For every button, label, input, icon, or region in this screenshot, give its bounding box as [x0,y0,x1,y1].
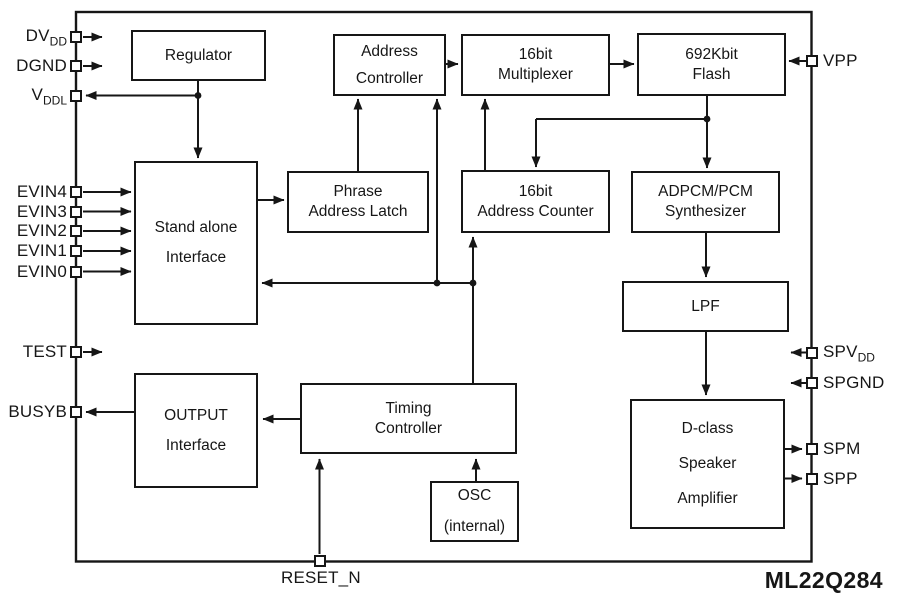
block-label: Regulator [164,46,233,64]
block-label: Flash [692,65,731,83]
block-label: Stand alone [154,219,238,236]
pin-label-reset-n: RESET_N [281,568,361,587]
pin-evin1 [70,245,82,257]
block-osc-internal: OSC (internal) [430,481,519,542]
block-output-interface: OUTPUT Interface [134,373,258,488]
block-label: Multiplexer [498,66,573,83]
pin-test [70,346,82,358]
block-label: Address [361,42,418,60]
pin-label-evin3: EVIN3 [16,201,67,221]
block-label: Speaker [678,455,737,472]
pin-label-evin1: EVIN1 [16,241,67,261]
pin-busyb [70,406,82,418]
pin-dgnd [70,60,82,72]
pin-label-evin2: EVIN2 [16,221,67,241]
block-label: Controller [374,419,443,437]
pin-spp [805,472,818,485]
block-label: Timing [385,399,432,417]
pin-vddl [70,89,82,102]
pin-label-vddl: VDDL [31,84,67,107]
block-692kbit-flash: 692Kbit Flash [637,33,786,96]
pin-label-evin0: EVIN0 [16,261,67,281]
block-label: Address Latch [308,203,408,220]
junction-dots [194,92,711,287]
pin-label-test: TEST [22,342,67,362]
pin-label-spgnd: SPGND [823,373,885,393]
block-label: 16bit [518,182,553,200]
block-label: D-class [681,420,734,437]
pin-spm [805,443,818,455]
pin-label-vpp: VPP [823,51,858,71]
block-label: LPF [691,297,720,315]
block-standalone-interface: Stand alone Interface [134,161,258,325]
block-label: (internal) [443,518,506,535]
pin-vpp [805,55,818,67]
pin-evin4 [70,186,82,198]
block-label: OUTPUT [164,406,228,424]
block-label: Address Counter [477,202,594,220]
block-label: 16bit [518,46,553,63]
chip-outline [74,10,813,563]
block-label: Phrase [333,183,383,200]
pin-label-dvdd: DVDD [25,25,67,49]
pin-evin2 [70,225,82,237]
block-label: Controller [355,69,424,87]
pin-label-spp: SPP [823,468,858,488]
pin-dvdd [70,31,82,43]
block-16bit-multiplexer: 16bit Multiplexer [461,34,610,96]
block-label: Interface [165,249,227,266]
pin-label-spvdd: SPVDD [823,341,875,364]
block-16bit-address-counter: 16bit Address Counter [461,170,610,233]
block-dclass-speaker-amplifier: D-class Speaker Amplifier [630,399,785,529]
pin-spvdd [805,346,818,359]
pin-label-dgnd: DGND [16,56,67,76]
block-label: OSC [457,487,492,504]
pin-label-evin4: EVIN4 [16,182,67,202]
pin-label-busyb: BUSYB [8,402,67,422]
pin-spgnd [805,377,818,389]
block-label: Amplifier [677,490,738,507]
pin-label-spm: SPM [823,439,861,459]
block-adpcm-pcm-synthesizer: ADPCM/PCM Synthesizer [631,171,780,233]
block-label: 692Kbit [685,45,738,63]
block-phrase-address-latch: Phrase Address Latch [287,171,429,233]
pin-reset-n [313,555,326,567]
block-label: Interface [165,436,227,454]
block-lpf: LPF [622,281,789,332]
block-regulator: Regulator [131,30,266,81]
block-timing-controller: Timing Controller [300,383,517,454]
pin-evin0 [70,265,82,278]
part-number: ML22Q284 [764,567,883,593]
block-label: ADPCM/PCM [658,183,753,200]
pin-evin3 [70,205,82,218]
block-label: Synthesizer [665,203,746,220]
block-address-controller: Address Controller [333,34,446,96]
